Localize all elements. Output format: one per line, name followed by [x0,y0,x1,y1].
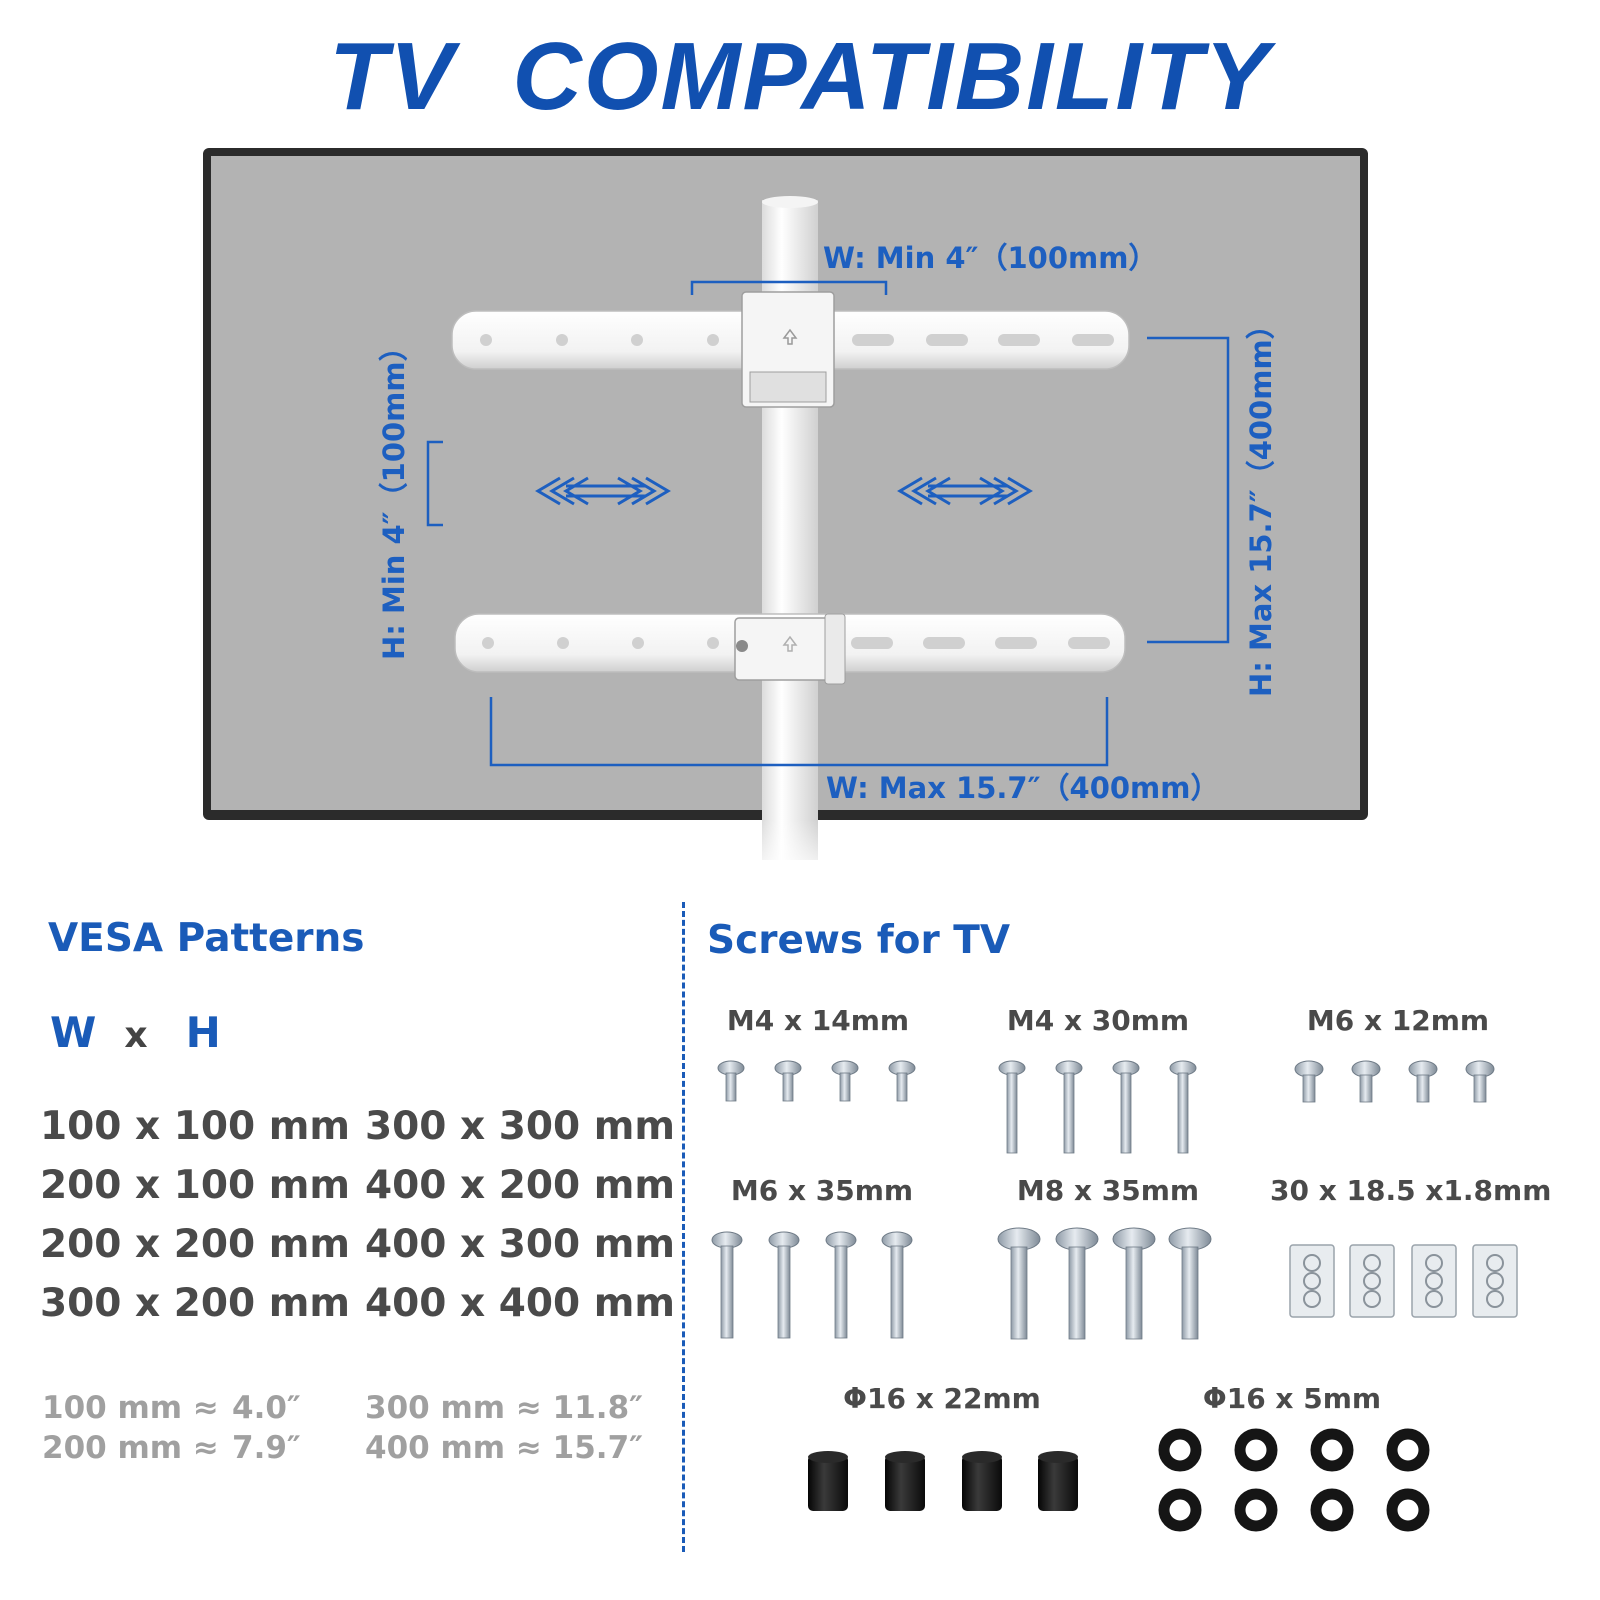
screw-label: Φ16 x 5mm [1202,1382,1382,1415]
page-title: TV COMPATIBILITY [329,23,1271,130]
conversion-in: 7.9″ [232,1430,301,1466]
lower-mount-bar [454,613,1126,685]
m6x12-screw-icon [1294,1060,1495,1103]
screw-label: M4 x 30mm [1006,1004,1190,1037]
h-min-bracket [426,440,443,527]
w-min-bracket [690,280,888,295]
spacer-plate-icon [1289,1244,1518,1318]
screw-label: M4 x 14mm [726,1004,910,1037]
vesa-item: 300 x 300 mm [365,1104,675,1149]
tv-mount-diagram: W: Min 4″（100mm） W: Max 15.7″（400mm） H: … [203,148,1368,880]
screw-label: Φ16 x 22mm [843,1382,1041,1415]
w-letter: W [50,1008,97,1057]
vesa-item: 400 x 300 mm [365,1222,675,1267]
vesa-item: 300 x 200 mm [40,1281,350,1326]
w-max-bracket [489,697,1109,767]
h-letter: H [185,1008,221,1057]
screw-label: M8 x 35mm [1016,1174,1200,1207]
rubber-washer-icon [1158,1428,1430,1532]
screws-title: Screws for TV [707,918,1011,963]
m8x35-screw-icon [997,1227,1212,1340]
upper-mount-bar [451,291,1130,408]
conversion-item: 300 mm ≈ 11.8″ [365,1390,644,1426]
conversion-mm: 100 mm ≈ [42,1390,219,1426]
h-min-label: H: Min 4″（100mm） [377,332,411,660]
conversion-item: 400 mm ≈ 15.7″ [365,1430,644,1466]
vesa-item: 400 x 400 mm [365,1281,675,1326]
conversion-mm: 200 mm ≈ [42,1430,219,1466]
w-max-label: W: Max 15.7″（400mm） [826,771,1220,805]
vesa-title: VESA Patterns [48,916,365,961]
m6x35-screw-icon [711,1231,913,1339]
vesa-item: 100 x 100 mm [40,1104,350,1149]
section-divider [682,902,685,1552]
conversion-in: 4.0″ [232,1390,301,1426]
screw-label: M6 x 35mm [730,1174,914,1207]
vesa-item: 200 x 200 mm [40,1222,350,1267]
vesa-item: 200 x 100 mm [40,1163,350,1208]
h-max-label: H: Max 15.7″（400mm） [1244,310,1278,697]
m4x30-screw-icon [998,1060,1197,1154]
h-max-bracket [1147,336,1230,644]
left-adjust-arrow-icon [535,476,671,506]
x-letter: x [124,1015,148,1056]
screw-label: M6 x 12mm [1306,1004,1490,1037]
w-min-label: W: Min 4″（100mm） [823,241,1157,275]
screw-label: 30 x 18.5 x1.8mm [1270,1174,1552,1207]
m4x14-screw-icon [717,1060,916,1102]
rubber-spacer-icon [808,1451,1078,1511]
right-adjust-arrow-icon [897,476,1033,506]
vesa-item: 400 x 200 mm [365,1163,675,1208]
